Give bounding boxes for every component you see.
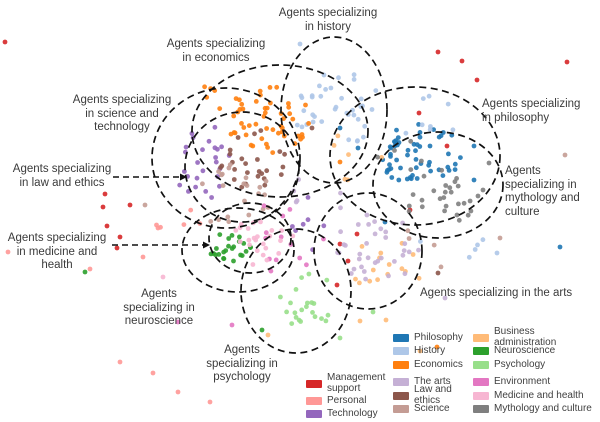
legend-swatch-neuroscience — [473, 347, 489, 356]
cluster-label-economics: Agents specializing in economics — [166, 38, 266, 64]
legend-label: Science — [414, 403, 450, 414]
cluster-circle-science-tech — [151, 87, 301, 229]
legend-item-philosophy: Philosophy — [393, 331, 479, 345]
scatter-points-science — [142, 152, 568, 270]
legend-label: Medicine and health — [494, 389, 584, 401]
legend-item-management-support: Management support — [306, 372, 394, 394]
legend-label: Environment — [494, 376, 551, 387]
scatter-points-philosophy — [337, 122, 563, 250]
label-arrows-layer — [112, 173, 210, 249]
legend-label: Technology — [327, 408, 378, 419]
legend-item-neuroscience: Neuroscience — [473, 345, 597, 359]
cluster-label-medicine: Agents specializing in medicine and heal… — [7, 232, 107, 272]
legend-item-law-and-ethics: Law and ethics — [393, 385, 479, 406]
legend-label: Economics — [414, 358, 463, 370]
cluster-circle-psychology — [240, 228, 352, 354]
legend-swatch-technology — [306, 410, 322, 419]
legend-swatch-economics — [393, 360, 409, 369]
cluster-circle-philosophy — [329, 86, 501, 226]
legend-swatch-personal — [306, 396, 322, 405]
legend-swatch-environment — [473, 378, 489, 387]
label-arrowhead-medicine — [203, 241, 210, 249]
legend-column-3: Business administration Neuroscience Psy… — [473, 327, 597, 417]
legend-swatch-business-administration — [473, 333, 489, 342]
scatter-points-the-arts — [291, 177, 448, 301]
legend-label: Business administration — [494, 326, 557, 348]
cluster-label-mythology: Agents specializing in mythology and cul… — [505, 165, 580, 218]
legend-item-business-administration: Business administration — [473, 327, 597, 348]
scatter-points-mythology-and-culture — [375, 138, 492, 223]
legend-item-mythology-and-culture: Mythology and culture — [473, 403, 597, 417]
cluster-circle-history — [280, 36, 388, 184]
legend-item-economics: Economics — [393, 358, 479, 372]
legend-swatch-medicine-and-health — [473, 391, 489, 400]
cluster-label-philosophy: Agents specializing in philosophy — [482, 98, 581, 124]
legend-swatch-philosophy — [393, 333, 409, 342]
legend-swatch-psychology — [473, 360, 489, 369]
cluster-label-law-ethics: Agents specializing in law and ethics — [12, 163, 112, 189]
legend-column-2: Philosophy History Economics The arts La… — [393, 331, 479, 416]
cluster-label-psychology: Agents specializing in psychology — [206, 344, 278, 384]
scatter-dots-layer — [2, 39, 570, 405]
legend-label: History — [414, 345, 446, 356]
legend-item-the-arts: The arts — [393, 376, 479, 390]
cluster-circle-neuroscience — [181, 207, 295, 293]
legend-swatch-mythology-and-culture — [473, 405, 489, 414]
legend-item-technology: Technology — [306, 408, 394, 422]
legend-label: Management support — [327, 372, 386, 394]
scatter-points-environment — [175, 203, 326, 328]
legend-label: The arts — [414, 376, 451, 387]
cluster-circles-layer — [151, 36, 504, 354]
cluster-circle-medicine — [208, 202, 292, 274]
cluster-circle-arts — [313, 192, 423, 310]
legend-label: Personal — [327, 394, 367, 406]
scatter-points-psychology — [278, 271, 376, 341]
legend-label: Neuroscience — [494, 345, 556, 356]
cluster-circle-economics — [191, 64, 369, 198]
legend-item-personal: Personal — [306, 394, 394, 408]
legend-item-science: Science — [393, 403, 479, 417]
legend-label: Mythology and culture — [494, 403, 592, 414]
legend-swatch-law-and-ethics — [393, 391, 409, 400]
label-arrowhead-law-ethics — [180, 173, 187, 181]
scatter-points-neuroscience — [82, 232, 265, 333]
scatter-points-medicine-and-health — [160, 219, 296, 280]
legend-item-medicine-and-health: Medicine and health — [473, 389, 597, 403]
scatter-points-personal — [5, 207, 213, 405]
scatter-points-economics — [202, 84, 440, 350]
cluster-label-history: Agents specializing in history — [278, 7, 378, 33]
cluster-circle-law-ethics — [184, 111, 300, 223]
legend-column-1: Management support Personal Technology — [306, 372, 394, 422]
legend-swatch-science — [393, 405, 409, 414]
cluster-label-arts: Agents specializing in the arts — [420, 287, 573, 299]
legend-swatch-the-arts — [393, 378, 409, 387]
legend-item-psychology: Psychology — [473, 358, 597, 372]
cluster-circle-mythology — [372, 131, 504, 239]
legend-label: Psychology — [494, 358, 546, 370]
cluster-label-science-tech: Agents specializing in science and techn… — [72, 94, 172, 134]
legend-swatch-management-support — [306, 379, 322, 388]
cluster-label-neuroscience: Agents specializing in neuroscience — [123, 288, 195, 328]
legend-label: Law and ethics — [414, 384, 452, 406]
scatter-points-law-and-ethics — [218, 125, 441, 276]
legend-item-history: History — [393, 345, 479, 359]
legend-swatch-history — [393, 347, 409, 356]
legend-item-environment: Environment — [473, 376, 597, 390]
legend-label: Philosophy — [414, 331, 463, 343]
